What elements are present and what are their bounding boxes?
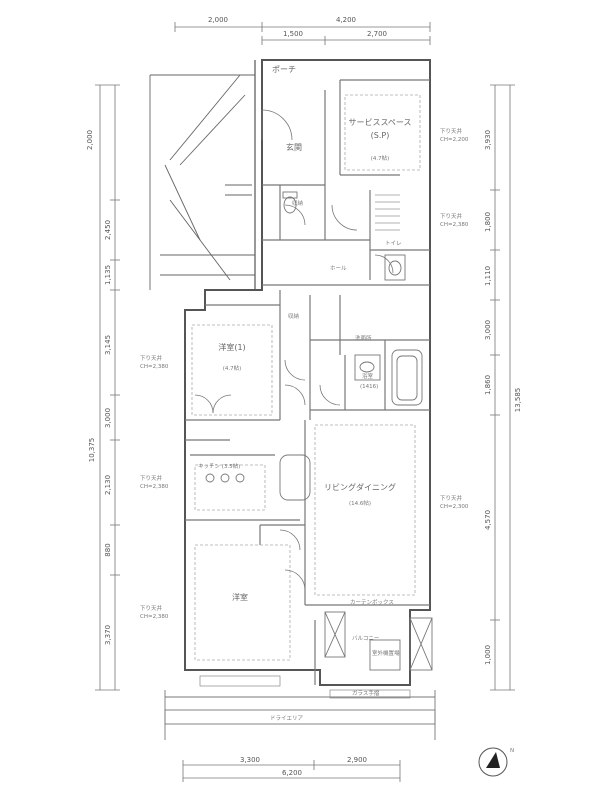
dim-right-1: 3,930 <box>484 130 492 150</box>
ceiling-note-6: 下り天井 <box>140 604 163 612</box>
outer-walls <box>184 59 431 686</box>
dim-bottom-1: 3,300 <box>240 756 260 764</box>
dim-right-5: 1,860 <box>484 375 492 395</box>
dim-right-3: 1,110 <box>484 266 492 286</box>
glass-step-label: ガラス手摺 <box>352 689 380 697</box>
dim-left-1: 2,000 <box>86 130 94 150</box>
dry-area-label: ドライエリア <box>270 715 303 722</box>
glass-handrail-left <box>199 675 281 687</box>
storage-label-1: 収納 <box>292 199 304 207</box>
dry-area-strip <box>164 690 436 740</box>
bath-label: 浴室 <box>362 372 374 380</box>
dim-left-3: 1,135 <box>104 265 112 285</box>
dim-right-6: 13,585 <box>514 388 522 413</box>
dim-left-4: 3,145 <box>104 335 112 355</box>
ceiling-note-3: 下り天井 <box>140 354 163 362</box>
kitchen-label: キッチン (3.5帖) <box>198 462 240 470</box>
bottom-dimensions <box>182 760 401 782</box>
compass-label: N <box>510 748 514 754</box>
service-space-sub: (S.P) <box>371 131 390 140</box>
bath-size: (1416) <box>360 384 378 390</box>
dim-right-7: 4,570 <box>484 510 492 530</box>
ceiling-note-1: 下り天井 <box>440 127 463 135</box>
curtain-box-label: カーテンボックス <box>350 598 394 606</box>
ldk-label: リビングダイニング <box>324 482 396 492</box>
toilet-label: トイレ <box>385 241 402 247</box>
porch-label: ポーチ <box>272 65 296 74</box>
dim-left-2: 2,450 <box>104 220 112 240</box>
hall-label: ホール <box>330 265 347 272</box>
porch-lines <box>149 74 255 290</box>
storage-label-2: 収納 <box>288 312 300 320</box>
dim-right-2: 1,800 <box>484 212 492 232</box>
dim-left-9: 3,370 <box>104 625 112 645</box>
interior-walls <box>185 79 430 685</box>
ceiling-code-1: CH=2,200 <box>440 137 469 143</box>
ldk-size: (14.6帖) <box>349 499 371 507</box>
dim-top-3: 1,500 <box>283 30 303 38</box>
ceiling-code-5: CH=2,300 <box>440 504 469 510</box>
service-space-label: サービススペース <box>348 118 411 127</box>
ceiling-code-6: CH=2,380 <box>140 614 169 620</box>
glass-handrail-right <box>329 689 411 699</box>
fixtures <box>205 191 433 671</box>
ceiling-note-2: 下り天井 <box>440 212 463 220</box>
left-dimensions <box>95 84 120 691</box>
ceiling-note-4: 下り天井 <box>140 474 163 482</box>
dim-left-8: 880 <box>104 543 112 556</box>
ceiling-code-2: CH=2,380 <box>440 222 469 228</box>
outdoor-unit-label: 室外機置場 <box>372 649 400 657</box>
washroom-label: 洗面所 <box>355 334 372 342</box>
dim-right-8: 1,000 <box>484 645 492 665</box>
western-1-size: (4.7帖) <box>223 364 242 372</box>
western-1-label: 洋室(1) <box>218 342 245 352</box>
dim-left-7: 2,130 <box>104 475 112 495</box>
ceiling-outlines <box>191 94 421 661</box>
dim-top-1: 2,000 <box>208 16 228 24</box>
balcony-label: バルコニー <box>352 635 379 642</box>
dim-left-6: 10,375 <box>88 438 96 463</box>
dim-top-2: 4,200 <box>336 16 356 24</box>
dim-bottom-3: 6,200 <box>282 769 302 777</box>
dim-top-4: 2,700 <box>367 30 387 38</box>
western-3-label: 洋室 <box>232 592 248 602</box>
dim-left-5: 3,000 <box>104 408 112 428</box>
top-dimensions <box>174 22 431 45</box>
ceiling-note-5: 下り天井 <box>440 494 463 502</box>
right-dimensions <box>490 84 515 691</box>
service-space-size: (4.7帖) <box>371 154 390 162</box>
compass-icon <box>478 747 508 777</box>
ceiling-code-4: CH=2,380 <box>140 484 169 490</box>
entrance-label: 玄関 <box>286 142 302 152</box>
dim-right-4: 3,000 <box>484 320 492 340</box>
dim-bottom-2: 2,900 <box>347 756 367 764</box>
doors <box>194 109 394 591</box>
ceiling-code-3: CH=2,380 <box>140 364 169 370</box>
stairs <box>375 194 400 231</box>
